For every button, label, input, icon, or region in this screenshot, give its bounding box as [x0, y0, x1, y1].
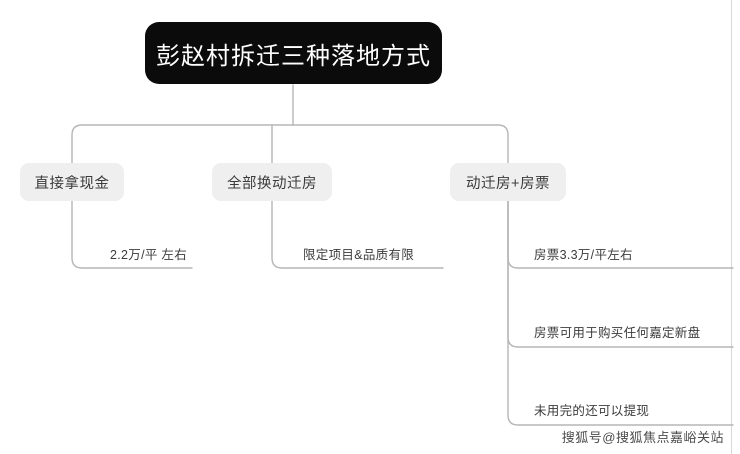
watermark: 搜狐号@搜狐焦点嘉峪关站 [561, 430, 724, 445]
branch-node-1-label: 直接拿现金 [34, 175, 110, 192]
connector-root-to-branch-1 [71, 124, 294, 164]
right-frame-line [731, 0, 732, 454]
leaf-label-branch-3-3: 未用完的还可以提现 [534, 404, 650, 418]
connector-root-to-branch-3 [292, 124, 509, 164]
connector-branch-3-leaf-3 [507, 199, 734, 426]
branch-node-2-label: 全部换动迁房 [227, 175, 317, 192]
root-node-label: 彭赵村拆迁三种落地方式 [156, 42, 431, 70]
root-node[interactable]: 彭赵村拆迁三种落地方式 [145, 22, 442, 84]
branch-node-3[interactable]: 动迁房+房票 [450, 163, 566, 201]
leaf-label-branch-3-2: 房票可用于购买任何嘉定新盘 [534, 326, 701, 340]
branch-node-2[interactable]: 全部换动迁房 [212, 163, 332, 201]
leaf-label-branch-3-1: 房票3.3万/平左右 [534, 248, 633, 262]
leaf-label-branch-2-1: 限定项目&品质有限 [303, 248, 415, 262]
branch-node-1[interactable]: 直接拿现金 [20, 163, 124, 201]
branch-node-3-label: 动迁房+房票 [466, 175, 550, 192]
leaf-label-branch-1-1: 2.2万/平 左右 [110, 248, 188, 262]
